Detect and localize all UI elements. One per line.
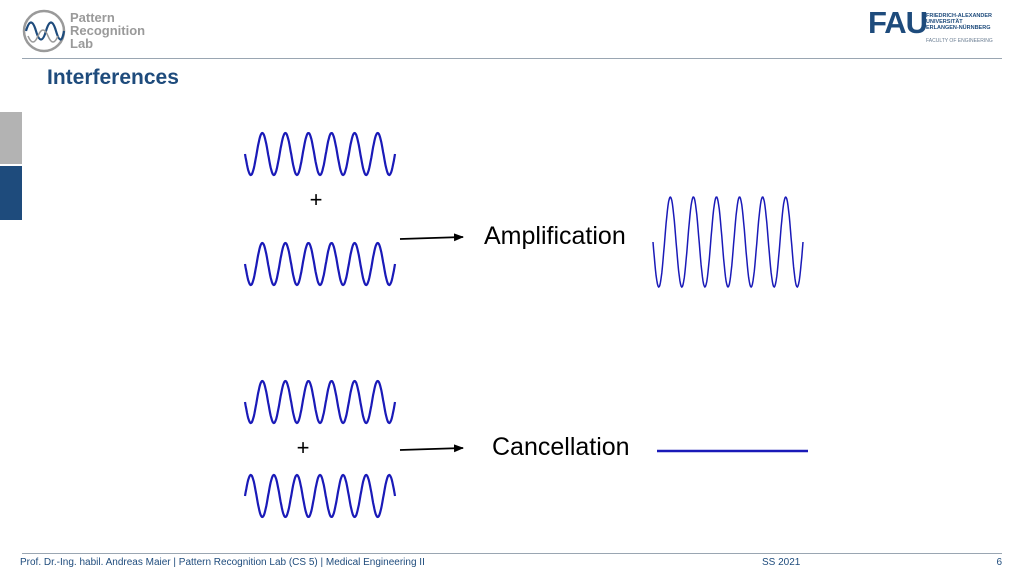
- footer-divider: [22, 553, 1002, 554]
- lab-logo-text-1: Pattern: [70, 10, 115, 25]
- slide-title: Interferences: [47, 66, 179, 89]
- pattern-recognition-lab-logo: Pattern Recognition Lab: [22, 8, 152, 54]
- footer: Prof. Dr.-Ing. habil. Andreas Maier | Pa…: [0, 555, 1024, 575]
- footer-semester: SS 2021: [762, 557, 801, 568]
- footer-credit: Prof. Dr.-Ing. habil. Andreas Maier | Pa…: [20, 557, 425, 568]
- cancellation-label: Cancellation: [492, 433, 630, 461]
- fau-faculty: FACULTY OF ENGINEERING: [926, 38, 993, 44]
- lab-logo-text-3: Lab: [70, 36, 94, 51]
- amp-output-wave: [652, 196, 804, 289]
- fau-logo: FAU FRIEDRICH-ALEXANDER UNIVERSITÄT ERLA…: [868, 5, 998, 48]
- side-tab-gray: [0, 112, 22, 164]
- cancel-input-wave-1: [243, 379, 397, 425]
- fau-line-1: FRIEDRICH-ALEXANDER: [926, 13, 992, 19]
- amplification-label: Amplification: [484, 222, 626, 250]
- fau-line-3: ERLANGEN-NÜRNBERG: [926, 25, 991, 31]
- lab-logo-text-2: Recognition: [70, 23, 146, 38]
- cancel-input-wave-2: [243, 473, 397, 519]
- amp-input-wave-2: [243, 241, 397, 287]
- page-number: 6: [996, 557, 1002, 568]
- cancel-plus-sign: +: [297, 435, 310, 460]
- lab-logo-icon: [22, 9, 66, 53]
- header-divider: [22, 58, 1002, 59]
- amp-arrow: [399, 233, 464, 242]
- fau-line-2: UNIVERSITÄT: [926, 19, 963, 25]
- cancel-arrow: [399, 444, 464, 453]
- amp-input-wave-1: [243, 131, 397, 177]
- side-tab-blue: [0, 166, 22, 220]
- fau-wordmark: FAU: [868, 5, 928, 40]
- amp-plus-sign: +: [310, 187, 323, 212]
